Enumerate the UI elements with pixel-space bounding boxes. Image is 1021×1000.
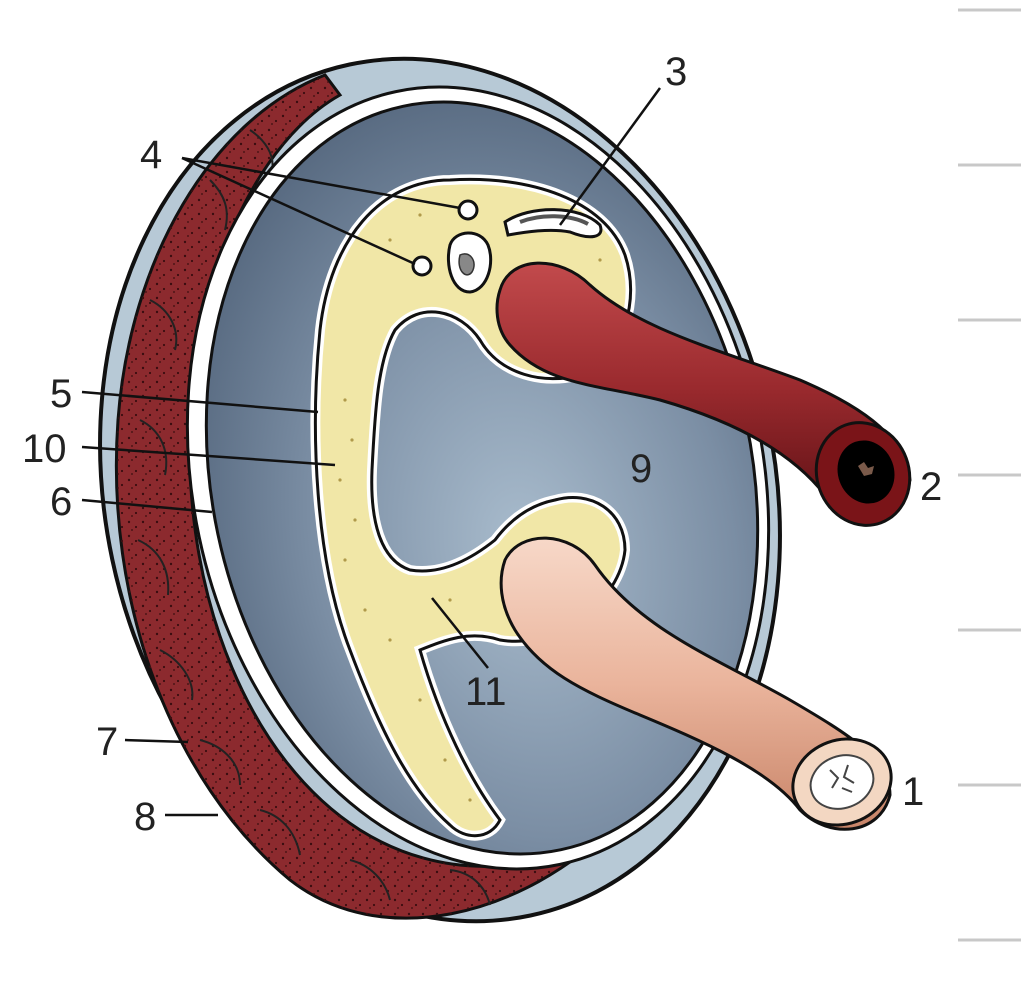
label-4: 4 <box>140 133 162 177</box>
label-2: 2 <box>920 465 942 509</box>
label-6: 6 <box>50 480 72 524</box>
label-3: 3 <box>665 50 687 94</box>
mesenteric-vessels <box>411 199 603 294</box>
label-5: 5 <box>50 372 72 416</box>
intestine <box>499 536 893 831</box>
labels: 1 2 3 4 5 10 6 9 11 7 8 <box>22 50 942 839</box>
label-11: 11 <box>465 670 507 714</box>
label-10: 10 <box>22 427 67 471</box>
label-1: 1 <box>902 770 924 814</box>
label-7: 7 <box>96 720 118 764</box>
right-margin-rules <box>958 8 1021 942</box>
artery <box>495 261 912 527</box>
leader-lines <box>81 87 662 817</box>
label-8: 8 <box>134 795 156 839</box>
label-9: 9 <box>630 447 652 491</box>
